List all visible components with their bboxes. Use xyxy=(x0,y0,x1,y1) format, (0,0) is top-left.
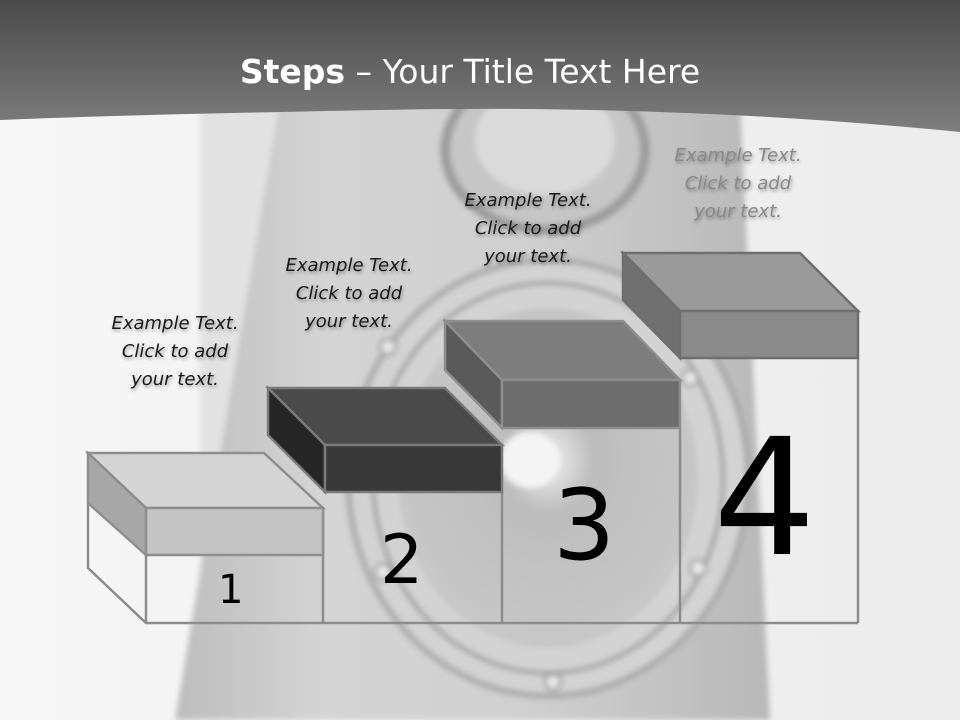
slide-title[interactable]: Steps – Your Title Text Here xyxy=(0,52,940,91)
step-4-block xyxy=(620,249,862,362)
step-3-caption-line2: Click to add xyxy=(474,218,582,239)
step-3-number: 3 xyxy=(553,469,616,583)
step-3-caption-line1: Example Text. xyxy=(464,190,592,211)
step-1-caption-line3: your text. xyxy=(131,369,219,390)
step-2-caption-line1: Example Text. xyxy=(285,255,413,276)
step-1-number: 1 xyxy=(218,567,244,613)
step-1-caption-line2: Click to add xyxy=(121,341,229,362)
step-2-caption-line2: Click to add xyxy=(295,283,403,304)
header-band xyxy=(0,0,960,132)
step-2-caption-line3: your text. xyxy=(305,311,393,332)
step-3-block xyxy=(442,317,683,432)
step-2-caption[interactable]: Example Text. Click to add your text. xyxy=(259,252,439,336)
step-4-caption[interactable]: Example Text. Click to add your text. xyxy=(648,142,828,226)
step-1-caption[interactable]: Example Text. Click to add your text. xyxy=(85,310,265,394)
step-4-number: 4 xyxy=(713,405,817,593)
step-1-block xyxy=(84,450,327,558)
step-1-caption-line1: Example Text. xyxy=(111,313,239,334)
step-2-block xyxy=(264,384,506,496)
step-4-caption-line3: your text. xyxy=(694,201,782,222)
step-4-caption-line1: Example Text. xyxy=(674,145,802,166)
step-4-caption-line2: Click to add xyxy=(684,173,792,194)
step-3-caption[interactable]: Example Text. Click to add your text. xyxy=(438,187,618,271)
step-2-number: 2 xyxy=(380,521,424,600)
step-3-caption-line3: your text. xyxy=(484,246,572,267)
title-rest: – Your Title Text Here xyxy=(345,52,701,91)
title-strong: Steps xyxy=(239,52,346,91)
